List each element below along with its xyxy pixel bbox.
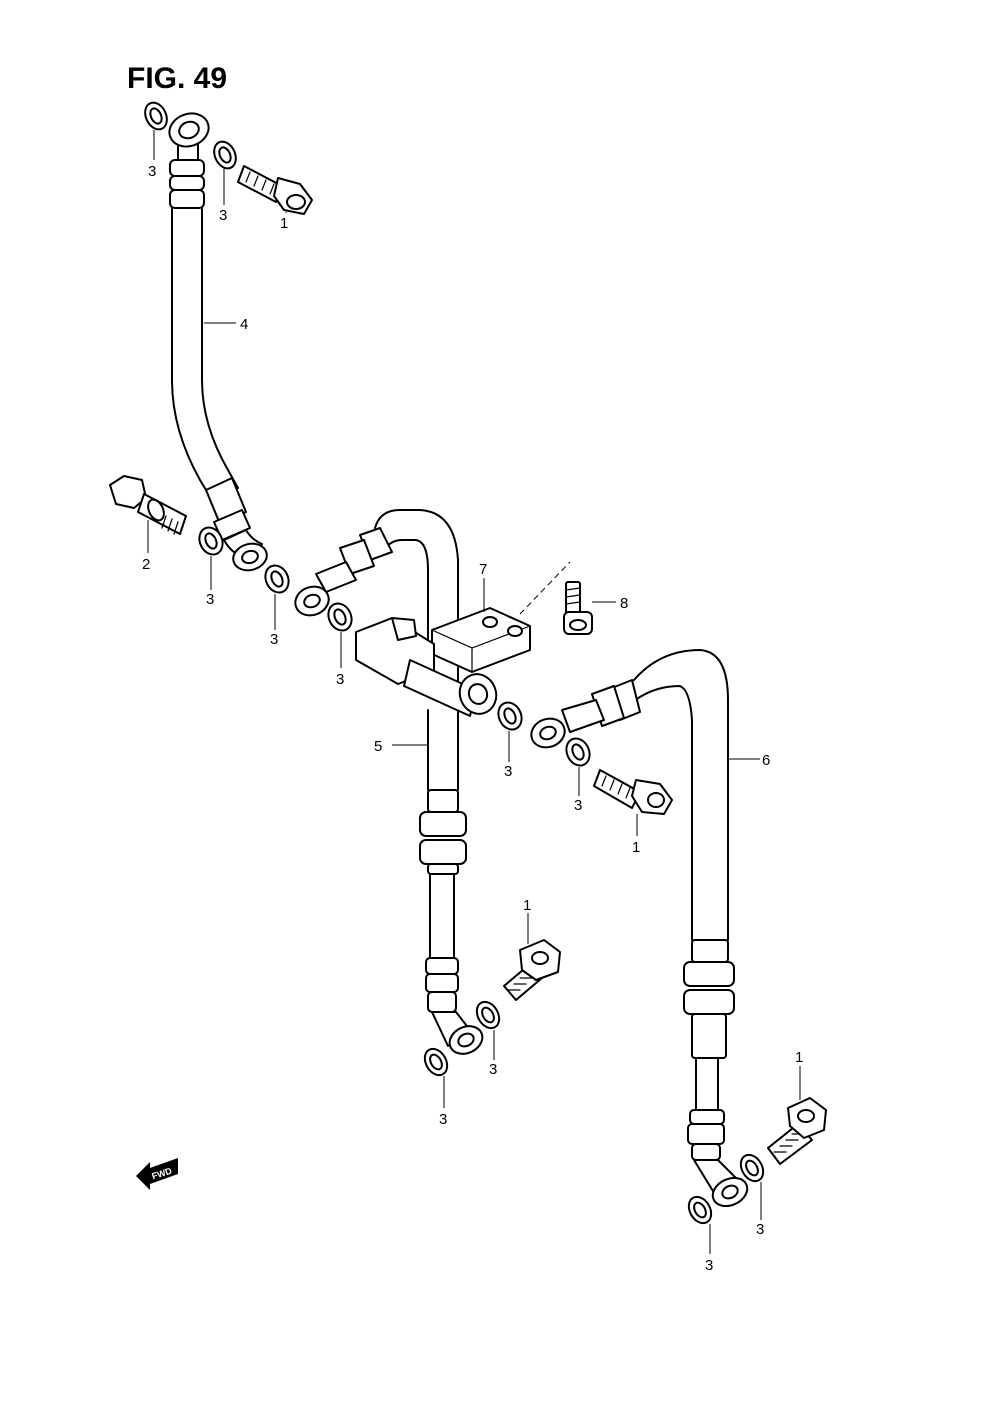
washer-middle-lower-1 (475, 1000, 501, 1030)
washer-top-right (213, 140, 237, 170)
brake-hose-6 (530, 649, 749, 1208)
washer-bottom-right-1 (739, 1153, 765, 1183)
callout-label: 3 (270, 631, 278, 648)
callout-label: 3 (756, 1221, 764, 1238)
washer-hose6-top (565, 737, 591, 767)
brake-hose-4 (168, 112, 268, 572)
union-bolt-mid-right (593, 769, 673, 815)
callout-label: 1 (795, 1049, 803, 1066)
union-bolt-top (237, 165, 313, 215)
callout-label: 1 (632, 839, 640, 856)
washer-left-1 (198, 526, 224, 556)
callout-label: 4 (240, 316, 248, 333)
callout-label: 3 (705, 1257, 713, 1274)
callout-label: 5 (374, 738, 382, 755)
callout-label: 8 (620, 595, 628, 612)
callout-label: 3 (489, 1061, 497, 1078)
callout-label: 3 (148, 163, 156, 180)
callout-label: 3 (336, 671, 344, 688)
fwd-arrow-icon: FWD (136, 1158, 178, 1190)
callout-label: 3 (439, 1111, 447, 1128)
union-bolt-bottom-right (767, 1097, 827, 1165)
callout-label: 3 (206, 591, 214, 608)
figure-title: FIG. 49 (127, 62, 227, 95)
leader-lines (147, 130, 801, 1254)
brake-hose-joint-7 (355, 607, 531, 717)
washer-left-2 (264, 564, 290, 594)
callout-label: 2 (142, 556, 150, 573)
washer-bottom-right-2 (687, 1195, 713, 1225)
callout-label: 3 (219, 207, 227, 224)
washer-top-left (144, 101, 168, 131)
washer-joint-right (497, 701, 523, 731)
callout-label: 6 (762, 752, 770, 769)
brake-hose-5 (294, 509, 484, 1055)
washer-joint-left (327, 602, 353, 632)
union-bolt-middle-lower (503, 939, 561, 1001)
callout-label: 1 (280, 215, 288, 232)
callout-label: 3 (504, 763, 512, 780)
callout-label: 1 (523, 897, 531, 914)
washer-middle-lower-2 (423, 1047, 449, 1077)
bolt-8 (563, 581, 593, 635)
callout-label: 3 (574, 797, 582, 814)
callout-labels: 3 3 1 4 2 3 3 7 8 3 5 3 3 1 6 1 3 3 1 3 … (142, 163, 803, 1274)
callout-label: 7 (479, 561, 487, 578)
union-bolt-2 (109, 475, 187, 535)
